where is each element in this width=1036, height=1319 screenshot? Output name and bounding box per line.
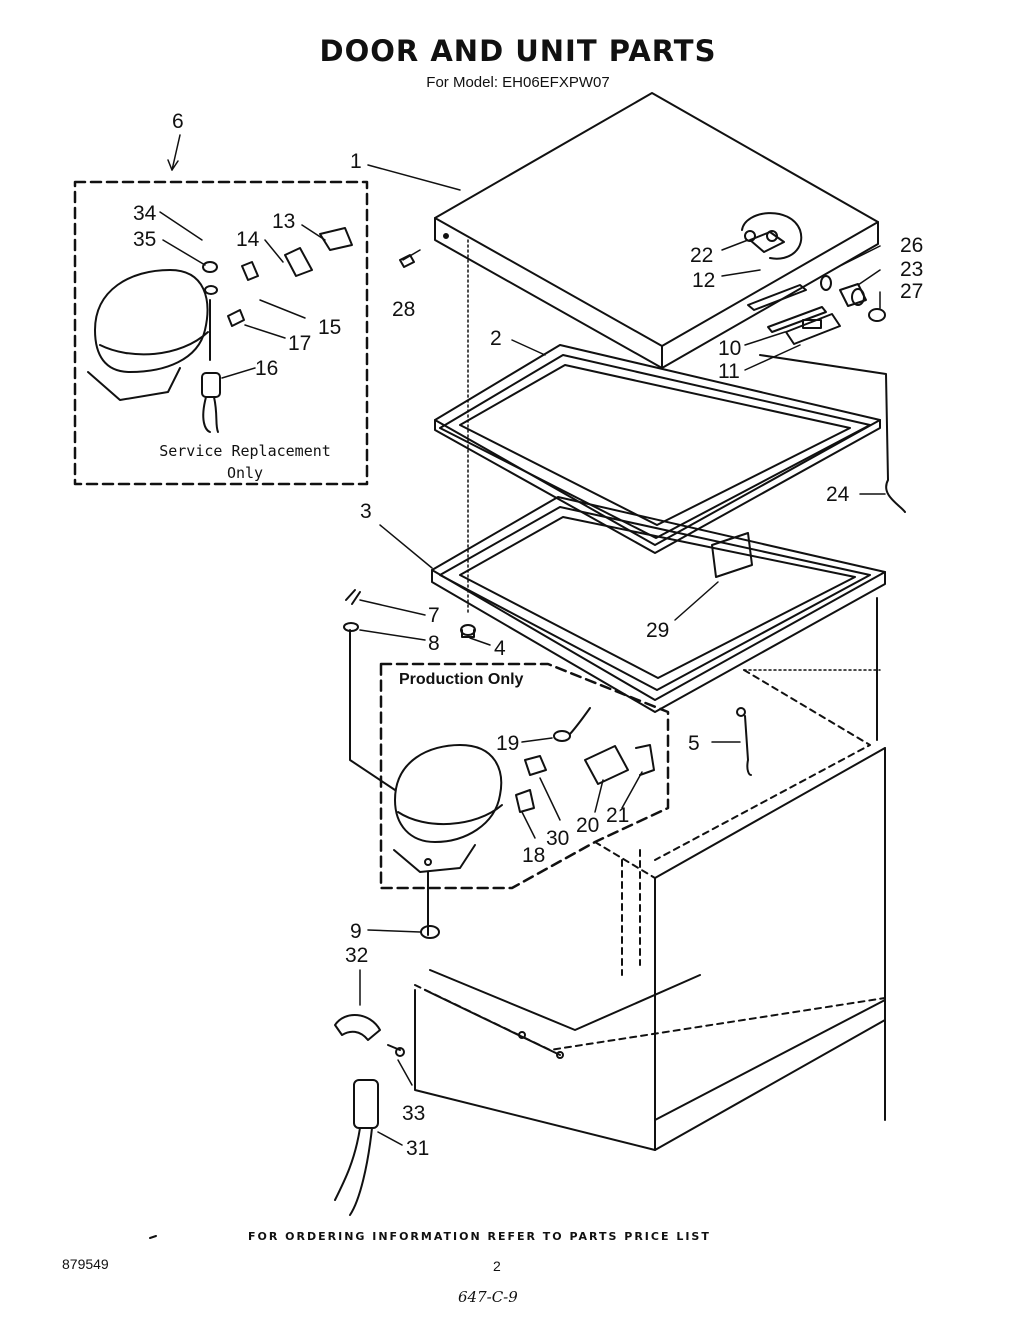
service-compressor bbox=[87, 227, 353, 433]
callout-leaders bbox=[159, 134, 886, 1146]
page-number: 2 bbox=[493, 1258, 501, 1274]
callout-10: 10 bbox=[718, 337, 741, 360]
callout-29: 29 bbox=[646, 619, 669, 642]
service-replacement-label: Service Replacement Only bbox=[159, 442, 331, 482]
callout-3: 3 bbox=[360, 500, 372, 523]
page-title: DOOR AND UNIT PARTS bbox=[319, 34, 717, 68]
wire-24 bbox=[759, 354, 906, 513]
callout-17: 17 bbox=[288, 332, 311, 355]
callout-4: 4 bbox=[494, 637, 506, 660]
callout-22: 22 bbox=[690, 244, 713, 267]
cabinet-body bbox=[414, 597, 886, 1151]
callout-1: 1 bbox=[350, 150, 362, 173]
callout-32: 32 bbox=[345, 944, 368, 967]
callout-7: 7 bbox=[428, 604, 440, 627]
callout-18: 18 bbox=[522, 844, 545, 867]
part-5-sensor bbox=[736, 707, 752, 776]
callout-13: 13 bbox=[272, 210, 295, 233]
callout-31: 31 bbox=[406, 1137, 429, 1160]
lock-cylinder bbox=[820, 275, 886, 322]
callout-14: 14 bbox=[236, 228, 260, 251]
production-only-label: Production Only bbox=[399, 671, 524, 688]
part-7-8-4 bbox=[343, 589, 476, 638]
guide-lines bbox=[467, 239, 881, 671]
callout-16: 16 bbox=[255, 357, 278, 380]
callout-2: 2 bbox=[490, 327, 502, 350]
callout-27: 27 bbox=[900, 280, 923, 303]
cap-28 bbox=[399, 254, 415, 268]
callout-9: 9 bbox=[350, 920, 362, 943]
callout-5: 5 bbox=[688, 732, 700, 755]
callout-numbers: 6 1 34 35 13 14 15 17 16 28 22 12 26 23 … bbox=[133, 110, 923, 1160]
callout-24: 24 bbox=[826, 483, 850, 506]
callout-26: 26 bbox=[900, 234, 923, 257]
callout-6: 6 bbox=[172, 110, 184, 133]
production-only-box bbox=[379, 662, 670, 890]
callout-28: 28 bbox=[392, 298, 415, 321]
stray-mark bbox=[149, 1235, 157, 1239]
callout-19: 19 bbox=[496, 732, 519, 755]
hinge-assembly bbox=[741, 212, 803, 260]
lock-plates bbox=[747, 284, 841, 345]
callout-20: 20 bbox=[576, 814, 599, 837]
handwritten-code: 647-C-9 bbox=[458, 1288, 518, 1306]
callout-34: 34 bbox=[133, 202, 157, 225]
callout-23: 23 bbox=[900, 258, 923, 281]
callout-11: 11 bbox=[718, 360, 740, 383]
production-small-parts bbox=[515, 707, 655, 813]
callout-21: 21 bbox=[606, 804, 629, 827]
door-gasket bbox=[434, 344, 881, 554]
callout-15: 15 bbox=[318, 316, 341, 339]
callout-30: 30 bbox=[546, 827, 569, 850]
callout-35: 35 bbox=[133, 228, 156, 251]
service-replacement-box bbox=[73, 180, 369, 486]
grommet-9 bbox=[420, 925, 440, 939]
model-subtitle: For Model: EH06EFXPW07 bbox=[426, 74, 610, 91]
capacitor-and-clamp bbox=[334, 1014, 405, 1216]
callout-33: 33 bbox=[402, 1102, 425, 1125]
callout-8: 8 bbox=[428, 632, 440, 655]
breaker-frame bbox=[431, 496, 886, 713]
production-compressor bbox=[349, 629, 503, 936]
ordering-note: FOR ORDERING INFORMATION REFER TO PARTS … bbox=[248, 1230, 711, 1243]
callout-12: 12 bbox=[692, 269, 715, 292]
document-number: 879549 bbox=[62, 1256, 109, 1272]
